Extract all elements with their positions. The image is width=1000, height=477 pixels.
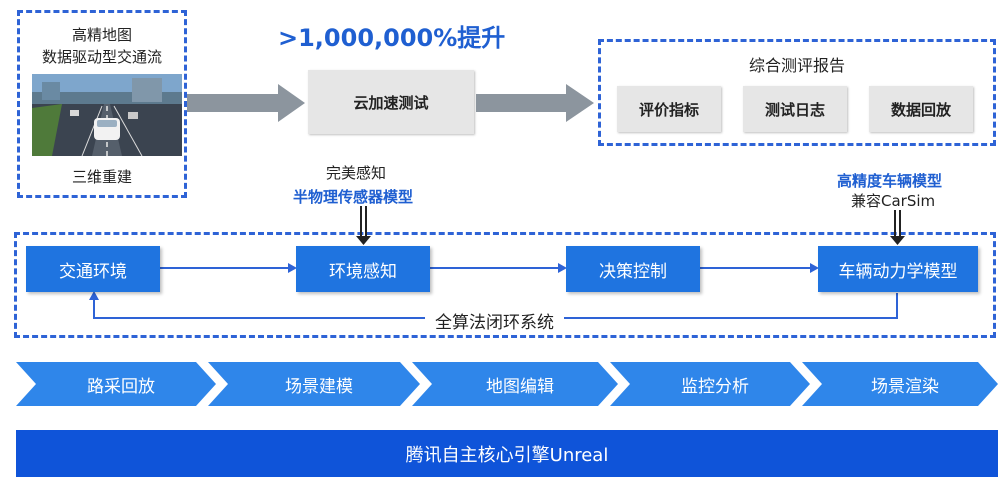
report-panel bbox=[598, 39, 996, 146]
engine-bar: 腾讯自主核心引擎Unreal bbox=[16, 430, 998, 477]
cloud-test-box: 云加速测试 bbox=[308, 70, 474, 134]
loop-node-vehicle-dynamics: 车辆动力学模型 bbox=[818, 246, 978, 292]
pipeline-scene-modeling: 场景建模 bbox=[285, 376, 353, 397]
loop-node-perception: 环境感知 bbox=[296, 246, 430, 292]
report-item-replay: 数据回放 bbox=[869, 86, 973, 132]
loop-panel bbox=[14, 232, 996, 338]
sensor-note-line1: 完美感知 bbox=[326, 164, 387, 182]
sensor-note-line2: 半物理传感器模型 bbox=[293, 188, 414, 206]
road-scene-image bbox=[32, 74, 182, 156]
loop-label: 全算法闭环系统 bbox=[425, 308, 564, 333]
pipeline-scene-rendering: 场景渲染 bbox=[871, 376, 939, 397]
pipeline-monitor-analysis: 监控分析 bbox=[681, 376, 749, 397]
report-item-metrics: 评价指标 bbox=[617, 86, 721, 132]
pipeline-map-editing: 地图编辑 bbox=[486, 376, 554, 397]
vehicle-note-line1: 高精度车辆模型 bbox=[837, 172, 943, 190]
source-panel bbox=[17, 10, 187, 198]
chevron-1 bbox=[16, 362, 216, 406]
source-footer: 三维重建 bbox=[71, 168, 132, 186]
speedup-headline: >1,000,000%提升 bbox=[278, 24, 506, 52]
pipeline-road-replay: 路采回放 bbox=[87, 376, 155, 397]
chevron-3 bbox=[412, 362, 618, 406]
vehicle-note-line2: 兼容CarSim bbox=[851, 192, 936, 210]
source-title-line2: 数据驱动型交通流 bbox=[41, 48, 162, 66]
source-title-line1: 高精地图 bbox=[71, 26, 132, 44]
chevron-5 bbox=[802, 362, 998, 406]
loop-node-decision: 决策控制 bbox=[566, 246, 700, 292]
report-item-logs: 测试日志 bbox=[743, 86, 847, 132]
loop-node-traffic: 交通环境 bbox=[26, 246, 160, 292]
chevron-4 bbox=[610, 362, 810, 406]
gray-arrow-left bbox=[187, 84, 305, 122]
gray-arrow-right bbox=[476, 84, 594, 122]
report-title: 综合测评报告 bbox=[748, 56, 845, 75]
chevron-2 bbox=[208, 362, 420, 406]
